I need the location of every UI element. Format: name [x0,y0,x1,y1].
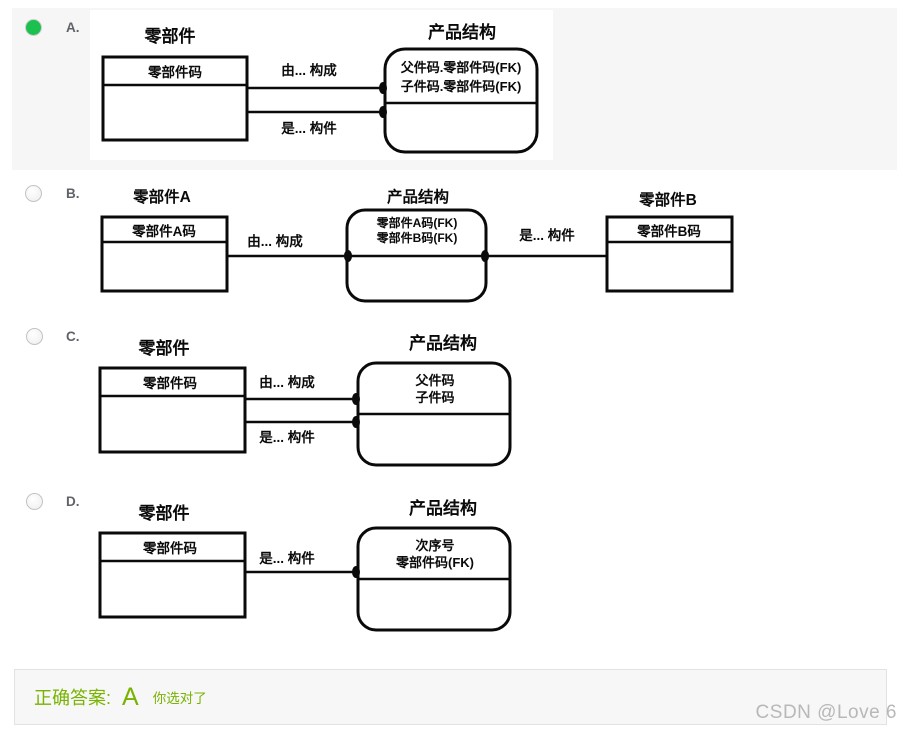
assoc-entity-title: 产品结构 [387,187,449,206]
option-c-diagram: 零部件 零部件码 由... 构成 是... 构件 产品结构 父件码 子件码 [90,328,550,468]
correct-answer-letter: A [122,682,139,711]
option-c-radio[interactable] [26,328,43,345]
answer-bar: 正确答案: A 你选对了 [14,669,887,725]
option-d-diagram: 零部件 零部件码 是... 构件 产品结构 次序号 零部件码(FK) [90,493,550,633]
assoc-attr-2: 零部件码(FK) [395,555,474,570]
assoc-attr-1: 次序号 [415,538,454,553]
option-d-letter: D. [66,494,80,509]
option-d-radio[interactable] [26,493,43,510]
option-b-diagram: 零部件A 零部件A码 由... 构成 产品结构 零部件A码(FK) 零部件B码(… [90,183,750,303]
entity-title: 零部件 [144,26,196,46]
assoc-attr-1: 零部件A码(FK) [376,215,458,230]
relationship-label-1: 由... 构成 [259,374,315,390]
entity-a-box [100,215,229,293]
assoc-entity-title: 产品结构 [409,333,477,353]
cardinality-dot [344,250,352,262]
entity-b-box [605,215,734,293]
assoc-attr-1: 父件码 [414,373,454,388]
entity-box [98,366,247,454]
entity-title: 零部件 [138,338,190,358]
option-a-letter: A. [66,20,80,35]
entity-key: 零部件码 [142,540,197,556]
relationship-label-1: 由... 构成 [247,233,303,249]
assoc-attr-2: 零部件B码(FK) [376,230,458,245]
assoc-attr-2: 子件码.零部件码(FK) [401,79,522,94]
cardinality-dot [352,416,360,428]
cardinality-dot [352,566,360,578]
entity-b-key: 零部件B码 [636,223,701,239]
option-b-letter: B. [66,186,80,201]
relationship-label-2: 是... 构件 [259,429,315,445]
cardinality-dot [379,82,387,94]
option-a-radio[interactable] [25,19,42,36]
assoc-entity-title: 产品结构 [409,498,477,518]
entity-a-title: 零部件A [132,187,191,206]
cardinality-dot [352,393,360,405]
cardinality-dot [379,106,387,118]
entity-box [98,531,247,619]
relationship-label-2: 是... 构件 [519,227,575,243]
cardinality-dot [481,250,489,262]
watermark: CSDN @Love 6 [755,702,897,723]
answer-result-text: 你选对了 [152,691,207,706]
entity-title: 零部件 [138,503,190,523]
assoc-attr-1: 父件码.零部件码(FK) [400,60,522,75]
entity-a-key: 零部件A码 [131,223,196,239]
assoc-entity-title: 产品结构 [428,22,496,42]
option-c-letter: C. [66,329,80,344]
entity-box [101,55,249,142]
option-a-diagram: 零部件 零部件码 由... 构成 是... 构件 产品结构 父件码.零部件码(F… [90,10,553,160]
correct-answer-label: 正确答案: [34,688,112,708]
assoc-attr-2: 子件码 [415,390,454,405]
assoc-entity-box [383,47,539,154]
relationship-label: 是... 构件 [259,550,315,566]
relationship-label-2: 是... 构件 [281,120,337,136]
option-b-radio[interactable] [25,185,42,202]
entity-b-title: 零部件B [638,190,697,209]
relationship-label-1: 由... 构成 [281,62,337,78]
entity-key: 零部件码 [147,64,202,80]
entity-key: 零部件码 [142,375,197,391]
